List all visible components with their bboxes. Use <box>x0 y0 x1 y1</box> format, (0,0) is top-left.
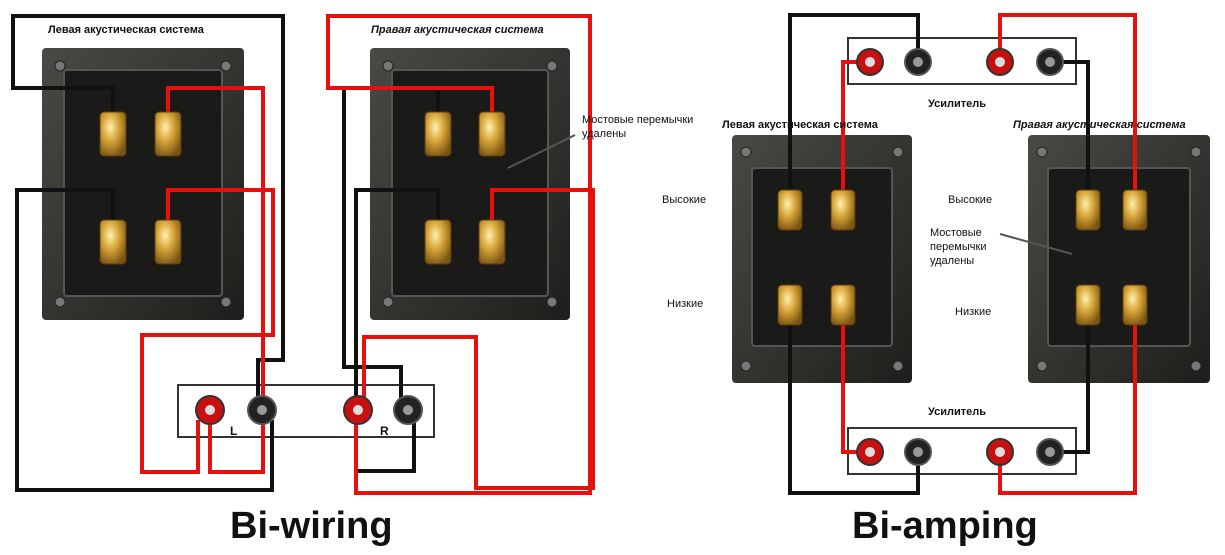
biamp-right-speaker-label: Правая акустическая система <box>1013 119 1186 131</box>
screw-icon <box>220 60 232 72</box>
amplifier-terminals <box>195 395 423 425</box>
terminals-biamp-right <box>1075 189 1148 326</box>
wire-black <box>788 300 920 495</box>
screw-icon <box>740 360 752 372</box>
biamp-left-speaker-label: Левая акустическая система <box>722 119 878 131</box>
screw-icon <box>546 296 558 308</box>
terminals-right-speaker <box>424 111 506 265</box>
wire-red <box>166 86 265 474</box>
bottom-amplifier-terminals <box>856 438 1064 466</box>
wire-black <box>342 86 440 410</box>
biamp-right-speaker-recess <box>1047 167 1191 347</box>
screw-icon <box>1190 360 1202 372</box>
wire-red <box>998 13 1137 195</box>
left-speaker-label: Левая акустическая система <box>48 24 204 36</box>
biamping-caption: Bi-amping <box>852 505 1038 547</box>
high-left-label: Высокие <box>662 194 707 206</box>
screw-icon <box>220 296 232 308</box>
biamp-jumpers-removed-note: Мостовые перемычки удалены <box>930 227 987 267</box>
wire-red <box>326 14 592 495</box>
wire-red <box>362 188 595 490</box>
screw-icon <box>740 146 752 158</box>
biwiring-caption: Bi-wiring <box>230 505 393 547</box>
top-amplifier-label: Усилитель <box>928 98 987 110</box>
jumpers-removed-note: Мостовые перемычки удалены <box>582 114 694 140</box>
right-speaker-recess <box>391 69 549 297</box>
terminals-left-speaker <box>99 111 182 265</box>
high-right-label: Высокие <box>948 194 993 206</box>
screw-icon <box>54 60 66 72</box>
wire-black <box>354 188 440 473</box>
screw-icon <box>382 296 394 308</box>
pointer-arrow <box>507 134 576 169</box>
left-speaker-recess <box>63 69 223 297</box>
wire-black <box>15 188 274 492</box>
wire-red <box>998 300 1137 495</box>
screw-icon <box>892 360 904 372</box>
wire-black <box>788 13 920 195</box>
bottom-amplifier-label: Усилитель <box>928 406 987 418</box>
screw-icon <box>892 146 904 158</box>
right-speaker-label: Правая акустическая система <box>371 24 544 36</box>
biamp-left-speaker-recess <box>751 167 893 347</box>
wire-red <box>140 188 275 474</box>
low-right-label: Низкие <box>955 306 992 318</box>
channel-left-label: L <box>230 424 238 438</box>
screw-icon <box>382 60 394 72</box>
top-amplifier-terminals <box>856 48 1064 76</box>
screw-icon <box>1036 360 1048 372</box>
low-left-label: Низкие <box>667 298 704 310</box>
screw-icon <box>54 296 66 308</box>
screw-icon <box>1036 146 1048 158</box>
screw-icon <box>546 60 558 72</box>
pointer-arrow <box>999 233 1073 255</box>
screw-icon <box>1190 146 1202 158</box>
channel-right-label: R <box>380 424 389 438</box>
terminals-biamp-left <box>777 189 856 326</box>
